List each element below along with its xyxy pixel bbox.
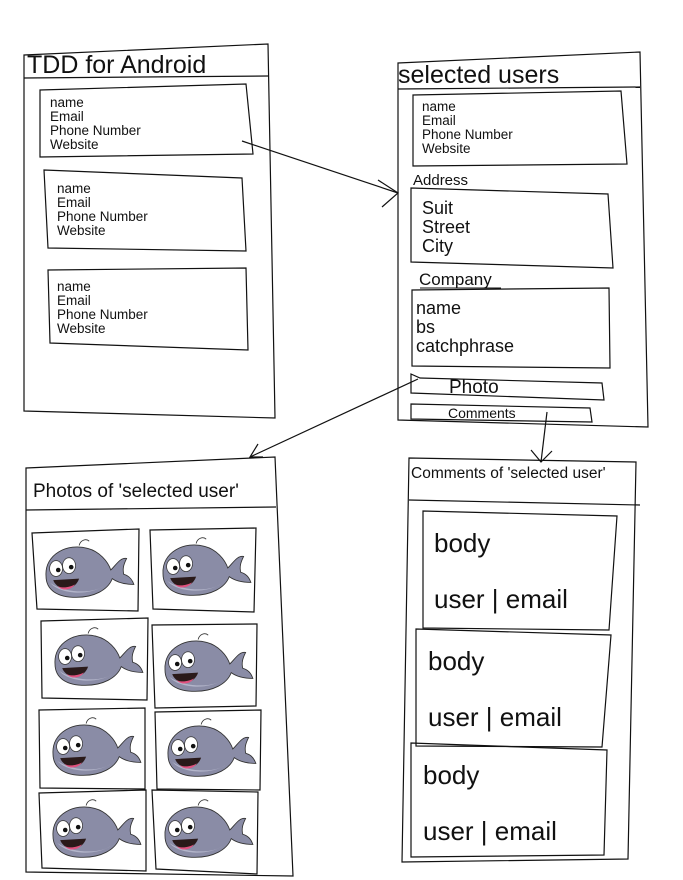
whale-icon [54,627,144,686]
whale-icon [162,537,252,596]
user-website-field: Website [422,141,471,156]
user-email-field: Email [422,113,456,128]
user-name-field: name [57,181,91,196]
arrow-comments-to-comments [540,411,548,463]
comment-body: body [423,760,480,790]
user-name-field: name [57,279,91,294]
detail-user-info: name Email Phone Number Website [422,100,513,156]
company-bs: bs [416,317,436,337]
photo-button-frame [410,373,605,401]
comment-card-frame [415,628,612,748]
user-card[interactable]: name Email Phone Number Website [50,96,141,152]
comment-card-frame [410,742,608,858]
comments-screen [401,457,641,863]
photo-thumbnail-frame [38,707,146,790]
list-screen-frame [23,43,276,419]
comment-body: body [428,646,485,676]
company-catchphrase: catchphrase [416,336,515,356]
photos-screen [25,456,294,877]
photo-thumbnail-frame [40,617,149,701]
user-name-field: name [422,99,456,114]
list-card-frame [43,169,247,252]
photos-screen-frame [25,456,294,877]
address-block: Suit Street City [422,199,470,256]
detail-screen-frame [397,51,649,428]
user-website-field: Website [57,321,106,336]
arrowhead [530,449,553,463]
photo-thumbnail-frame [154,709,262,791]
photo-button[interactable]: Photo [449,377,499,398]
user-email-field: Email [57,293,91,308]
address-street: Street [422,217,471,237]
arrow-photo-to-photos [249,378,419,458]
company-label: Company [419,270,492,289]
company-name: name [416,298,462,318]
arrow-list-to-detail [241,140,399,194]
photo-thumbnail-frame [151,789,259,875]
user-phone-field: Phone Number [57,307,148,322]
arrowhead [248,443,263,458]
photo-thumbnail-frame [38,789,147,872]
comment-meta: user | email [434,584,568,614]
photo-thumbnail-frame [151,623,258,709]
user-card[interactable]: name Email Phone Number Website [57,280,148,336]
user-name-field: name [50,95,84,110]
user-phone-field: Phone Number [57,209,148,224]
list-card-frame [39,83,254,158]
comments-button[interactable]: Comments [448,405,516,421]
address-city: City [422,236,453,256]
comments-screen-title: Comments of 'selected user' [411,465,606,482]
comment-body: body [434,528,491,558]
comments-title-divider [408,499,641,506]
user-website-field: Website [57,223,106,238]
user-email-field: Email [50,109,84,124]
whale-icon [45,539,135,598]
user-info-frame [412,90,628,167]
photos-title-divider [25,506,277,511]
address-frame [410,187,614,269]
list-screen [23,43,276,419]
company-block: name bs catchphrase [416,299,514,356]
list-title-divider [23,75,269,79]
whale-icon [164,799,254,858]
company-frame [411,287,611,369]
user-card[interactable]: name Email Phone Number Website [57,182,148,238]
user-email-field: Email [57,195,91,210]
comments-screen-frame [401,457,637,863]
photos-screen-title: Photos of 'selected user' [33,481,239,502]
comment-meta: user | email [423,816,557,846]
photo-thumbnail-frame [149,527,257,613]
detail-screen-title: selected users [398,61,560,89]
photo-thumbnail-frame [31,528,140,612]
address-label: Address [413,172,469,189]
user-phone-field: Phone Number [50,123,141,138]
whale-icon [164,633,254,692]
whale-icon [52,717,142,776]
list-screen-title: TDD for Android [27,51,207,79]
comments-button-frame [410,403,593,423]
nav-arrows [241,140,553,463]
whale-icon [167,718,257,777]
address-suite: Suit [422,198,454,218]
detail-title-divider [397,86,641,90]
user-website-field: Website [50,137,99,152]
arrowhead [377,179,399,208]
user-phone-field: Phone Number [422,127,513,142]
comment-card-frame [422,510,618,631]
comment-meta: user | email [428,702,562,732]
whale-icon [52,799,142,858]
detail-screen [397,51,649,428]
list-card-frame [47,267,249,351]
